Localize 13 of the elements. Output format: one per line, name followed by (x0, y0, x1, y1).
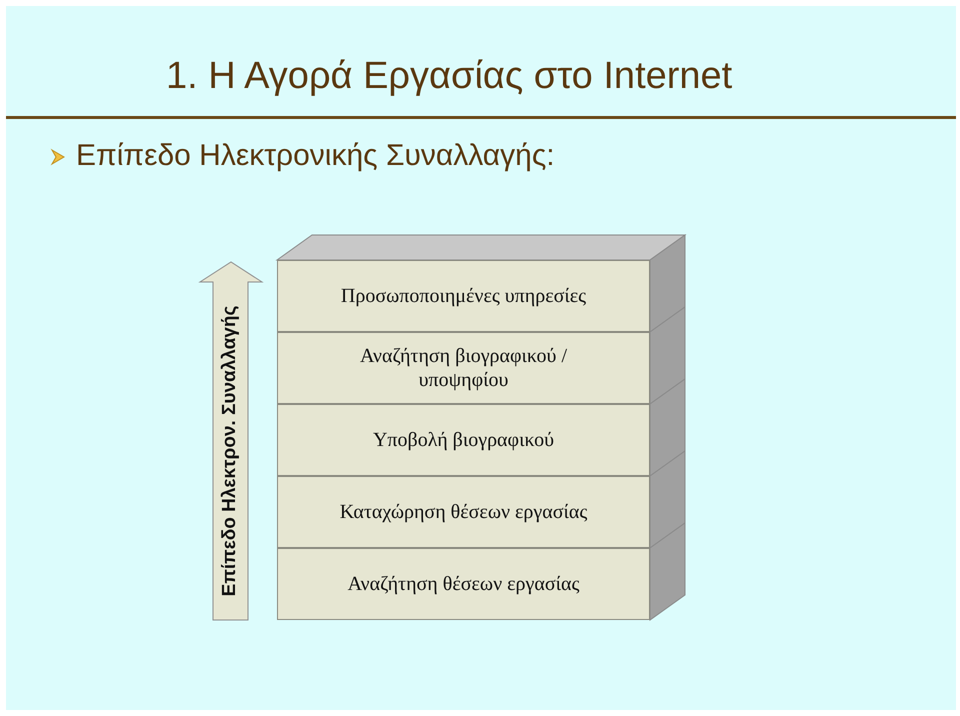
layer-label: Υποβολή βιογραφικού (372, 428, 555, 452)
layer-label: Αναζήτηση βιογραφικού / υποψηφίου (358, 344, 568, 392)
layer-box (277, 404, 650, 476)
layer-box (277, 332, 650, 404)
layer-label: Προσωποποιημένες υπηρεσίες (340, 284, 588, 308)
layer-label: Αναζήτηση θέσεων εργασίας (346, 572, 580, 596)
slide-title: 1. Η Αγορά Εργασίας στο Internet (166, 54, 732, 98)
layer-box (277, 476, 650, 548)
layer-box (277, 548, 650, 620)
arrow-label: Επίπεδο Ηλεκτρον. Συναλλαγής (219, 306, 241, 596)
layer-label: Καταχώρηση θέσεων εργασίας (338, 500, 588, 524)
layer-box (277, 260, 650, 332)
subheading: Επίπεδο Ηλεκτρονικής Συναλλαγής: (76, 138, 555, 174)
